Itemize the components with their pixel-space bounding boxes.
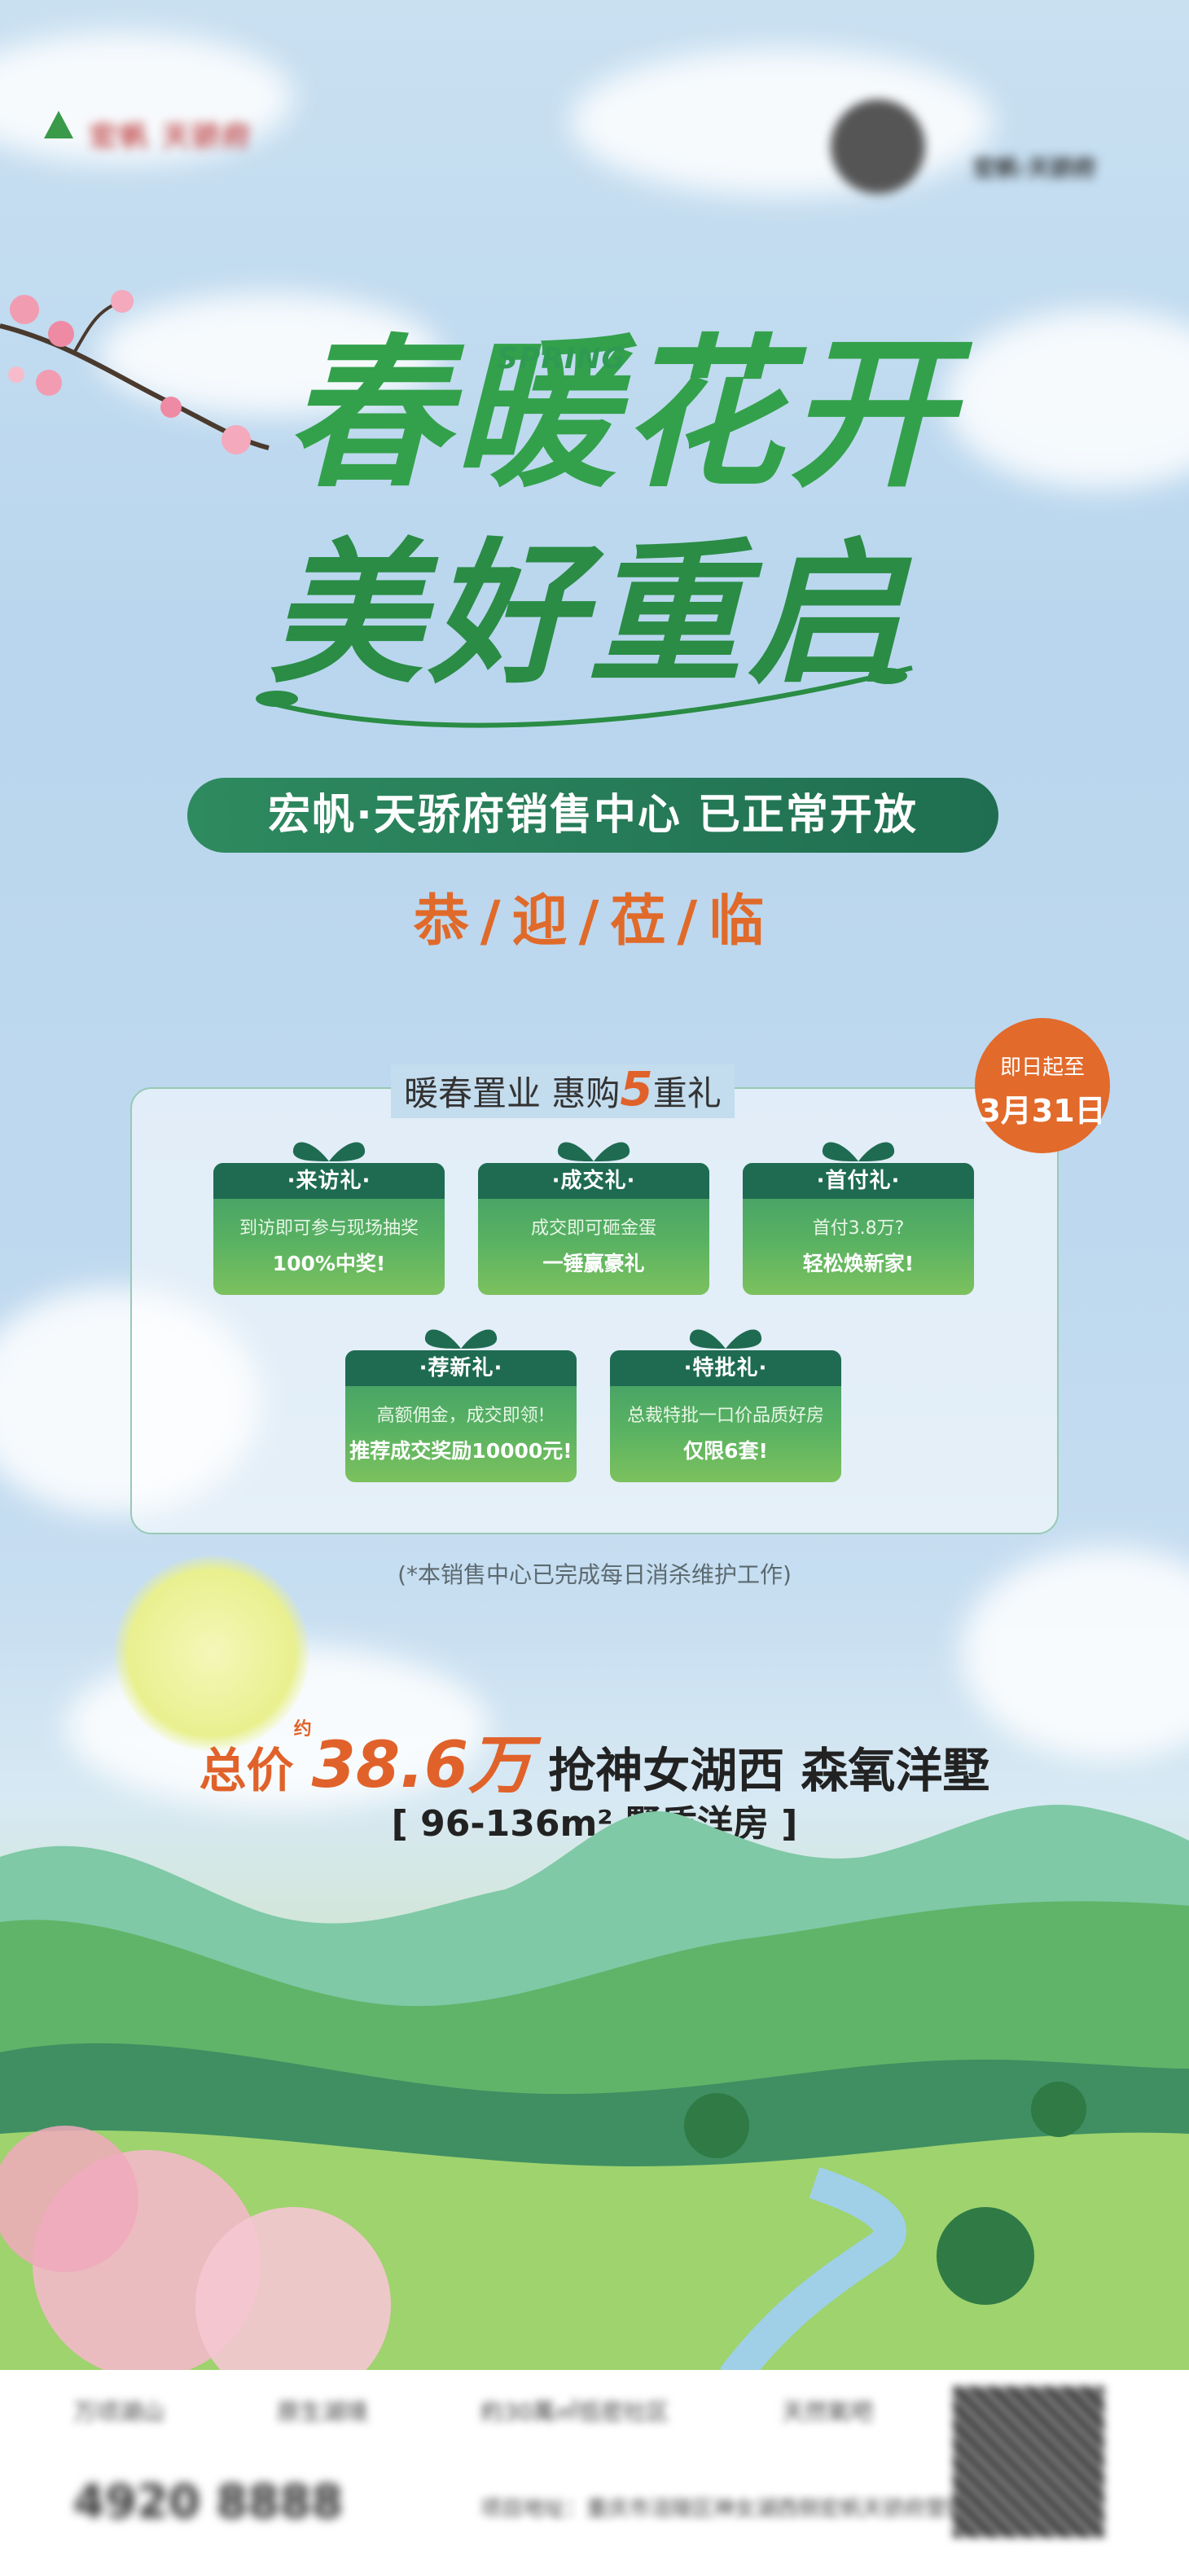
- footer-item: 原生湖境: [277, 2398, 369, 2425]
- gift-card: ·来访礼· 到访即可参与现场抽奖 100%中奖!: [213, 1142, 445, 1295]
- gift-line1: 高额佣金，成交即领!: [376, 1406, 546, 1426]
- footer-item: 天然氧吧: [782, 2398, 874, 2425]
- brand-name: 宏帆 天骄府: [90, 121, 252, 153]
- price-approx: 约: [293, 1719, 312, 1740]
- gift-name: ·荐新礼·: [345, 1350, 577, 1386]
- gift-panel-title: 暖春置业 惠购5重礼: [391, 1064, 735, 1118]
- gift-line2: 轻松焕新家!: [802, 1252, 915, 1275]
- headline-spring: SPRING: [497, 342, 627, 375]
- gift-bow-icon: [822, 1142, 895, 1161]
- cloud: [961, 1547, 1189, 1759]
- gift-title-number: 5: [620, 1061, 653, 1117]
- gift-line2: 仅限6套!: [683, 1439, 768, 1463]
- gift-bow-icon: [424, 1329, 498, 1349]
- landscape-illustration: [0, 1804, 1189, 2378]
- footer-item: 約30萬㎡低密社区: [480, 2398, 669, 2425]
- headline-line2: 美好重启: [269, 524, 908, 704]
- seal-text: 宏帆·天骄府: [973, 155, 1096, 182]
- cloud: [945, 309, 1189, 489]
- gift-title-pre: 暖春置业 惠购: [404, 1073, 621, 1113]
- welcome-text: 恭/迎/莅/临: [413, 889, 776, 954]
- qr-code-icon: [953, 2386, 1104, 2538]
- leaf-swirl-icon: [256, 665, 913, 728]
- headline-line1: 春暖花开: [285, 320, 957, 510]
- badge-line2: 3月31日: [979, 1093, 1106, 1129]
- gift-line2: 100%中奖!: [272, 1252, 386, 1275]
- gift-panel: [130, 1087, 1059, 1534]
- gift-line1: 首付3.8万?: [812, 1218, 905, 1239]
- brand-logo-icon: [44, 111, 73, 138]
- gift-bow-icon: [292, 1142, 366, 1161]
- gift-name: ·成交礼·: [478, 1163, 709, 1199]
- price-tail: 抢神女湖西 森氧洋墅: [548, 1743, 990, 1798]
- gift-card: ·荐新礼· 高额佣金，成交即领! 推荐成交奖励10000元!: [345, 1329, 577, 1482]
- gift-name: ·特批礼·: [610, 1350, 841, 1386]
- gift-line2: 推荐成交奖励10000元!: [349, 1439, 573, 1463]
- open-banner: 宏帆·天骄府销售中心 已正常开放: [187, 778, 998, 853]
- footer: 万顷湖山 原生湖境 約30萬㎡低密社区 天然氧吧 4920 8888 项目地址：…: [0, 2370, 1189, 2576]
- price-line: 总价 约38.6万 抢神女湖西 森氧洋墅: [0, 1714, 1189, 1806]
- footer-phone: 4920 8888: [73, 2476, 344, 2529]
- gift-line1: 到访即可参与现场抽奖: [239, 1218, 419, 1239]
- sun-icon: [114, 1556, 309, 1751]
- cloud: [570, 49, 994, 195]
- seal-logo-icon: [831, 99, 925, 194]
- gift-title-post: 重礼: [652, 1073, 722, 1113]
- badge-line1: 即日起至: [999, 1055, 1085, 1080]
- gift-bow-icon: [689, 1329, 762, 1349]
- gift-line1: 成交即可砸金蛋: [530, 1218, 656, 1239]
- price-label: 总价: [199, 1743, 294, 1798]
- price-value: 38.6万: [311, 1729, 533, 1802]
- gift-line1: 总裁特批一口价品质好房: [626, 1406, 824, 1426]
- gift-name: ·来访礼·: [213, 1163, 445, 1199]
- gift-bow-icon: [557, 1142, 630, 1161]
- date-badge: 即日起至 3月31日: [975, 1018, 1110, 1153]
- disinfection-note: (*本销售中心已完成每日消杀维护工作): [397, 1561, 792, 1588]
- gift-card: ·成交礼· 成交即可砸金蛋 一锤赢豪礼: [478, 1142, 709, 1295]
- cloud: [0, 33, 293, 163]
- gift-line2: 一锤赢豪礼: [542, 1252, 645, 1275]
- gift-card: ·特批礼· 总裁特批一口价品质好房 仅限6套!: [610, 1329, 841, 1482]
- gift-name: ·首付礼·: [743, 1163, 974, 1199]
- footer-item: 万顷湖山: [73, 2398, 165, 2425]
- gift-card: ·首付礼· 首付3.8万? 轻松焕新家!: [743, 1142, 974, 1295]
- blossom-branch-icon: [0, 290, 270, 454]
- footer-address: 项目地址：重庆市涪陵区神女湖西侧宏帆天骄府营销中心: [480, 2497, 1011, 2521]
